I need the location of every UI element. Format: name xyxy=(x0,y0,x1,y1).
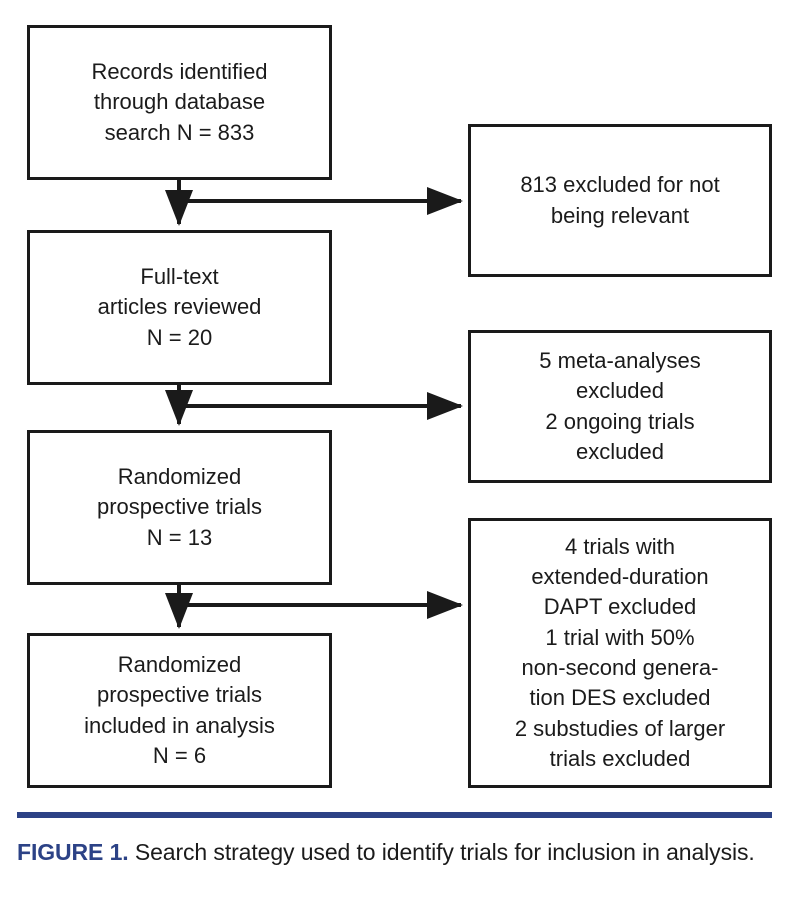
flowchart: Records identified through database sear… xyxy=(27,25,772,788)
node-excluded-not-relevant: 813 excluded for not being relevant xyxy=(468,124,772,277)
node-excluded-meta-ongoing-label: 5 meta-analyses excluded 2 ongoing trial… xyxy=(539,347,701,464)
figure-caption: FIGURE 1. Search strategy used to identi… xyxy=(17,836,773,869)
node-records-identified-label: Records identified through database sear… xyxy=(91,58,268,145)
node-included-trials: Randomized prospective trials included i… xyxy=(27,633,332,788)
node-fulltext-reviewed: Full-text articles reviewed N = 20 xyxy=(27,230,332,385)
node-excluded-meta-ongoing: 5 meta-analyses excluded 2 ongoing trial… xyxy=(468,330,772,483)
node-excluded-dapt-des-substudies-label: 4 trials with extended-duration DAPT exc… xyxy=(514,533,726,772)
node-excluded-dapt-des-substudies: 4 trials with extended-duration DAPT exc… xyxy=(468,518,772,788)
figure-caption-text: Search strategy used to identify trials … xyxy=(128,839,755,865)
node-fulltext-reviewed-label: Full-text articles reviewed N = 20 xyxy=(97,263,262,350)
node-included-trials-label: Randomized prospective trials included i… xyxy=(84,651,275,768)
node-excluded-not-relevant-label: 813 excluded for not being relevant xyxy=(520,172,720,228)
figure-caption-label: FIGURE 1. xyxy=(17,839,129,865)
node-records-identified: Records identified through database sear… xyxy=(27,25,332,180)
caption-rule-bar xyxy=(17,812,772,818)
node-randomized-trials-label: Randomized prospective trials N = 13 xyxy=(96,463,263,550)
node-randomized-trials: Randomized prospective trials N = 13 xyxy=(27,430,332,585)
